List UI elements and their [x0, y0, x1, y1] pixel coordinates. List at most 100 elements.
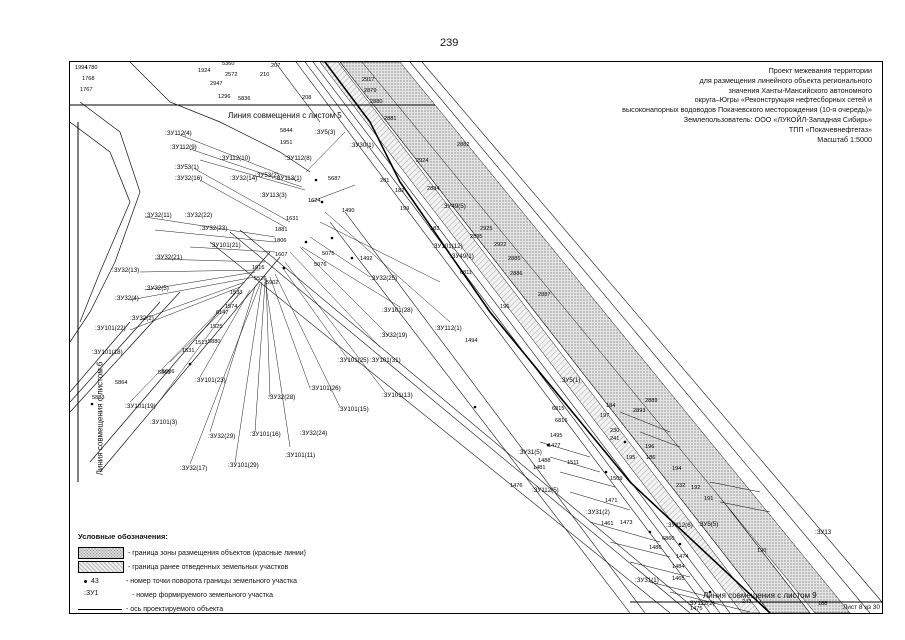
parcel-label: :ЗУ32(17) [180, 465, 207, 472]
turn-point-label: 1486 [649, 545, 661, 551]
parcel-code-sample: :ЗУ1 [84, 590, 99, 597]
parcel-label: :ЗУ101(31) [370, 357, 401, 364]
turn-point-label: 1806 [274, 238, 286, 244]
turn-point-label: 5076 [314, 262, 326, 268]
turn-point-label: 6815 [552, 406, 564, 412]
parcel-label: :ЗУ101(22) [95, 325, 126, 332]
combine-line-top-label: Линия совмещения с листом 5 [228, 111, 342, 120]
parcel-label: :ЗУ31(5) [518, 449, 542, 456]
parcel-label: :ЗУ13 [815, 529, 832, 536]
parcel-label: :ЗУ32(22) [185, 212, 212, 219]
turn-point-label: 2880 [370, 99, 382, 105]
legend-item-label: - ось проектируемого объекта [126, 605, 224, 613]
parcel-label: :ЗУ101(28) [382, 307, 413, 314]
turn-point-label: 5883 [92, 395, 104, 401]
parcel-label: :ЗУ101(19) [125, 403, 156, 410]
title-line: округа–Югры «Реконструкция нефтесборных … [694, 95, 872, 105]
turn-point-label: 1490 [342, 208, 354, 214]
turn-point-label: 1476 [510, 483, 522, 489]
turn-point-label: 1494 [465, 338, 477, 344]
title-line: высоконапорных водоводов Покачевского ме… [622, 105, 872, 115]
title-block: Проект межевания территории для размещен… [512, 66, 872, 144]
title-line: Масштаб 1:5000 [817, 134, 872, 144]
turn-point-label: 2925 [480, 226, 492, 232]
parcel-label: :ЗУ32(4) [115, 295, 139, 302]
legend: Условные обозначения: - граница зоны раз… [78, 532, 368, 613]
title-line: ТПП «Покачевнефтегаз» [788, 124, 872, 134]
parcel-label: :ЗУ112(9) [170, 144, 197, 151]
legend-item-point: 43 - номер точки поворота границы земель… [78, 574, 368, 588]
turn-point-label: 232 [676, 483, 685, 489]
turn-point-label: 188 [818, 601, 827, 607]
parcel-label: :ЗУ101(12) [432, 243, 463, 250]
turn-point-label: 1525 [210, 324, 222, 330]
turn-point-label: 1465 [672, 576, 684, 582]
sheet-note: Лист 8 из 30 [843, 604, 880, 611]
turn-point-label: 196 [500, 304, 509, 310]
title-line: Землепользователь: ООО «ЛУКОЙЛ-Западная … [683, 114, 872, 124]
turn-point-label: 241 [610, 436, 619, 442]
turn-point-label: 2572 [225, 72, 237, 78]
turn-point-label: 2917 [362, 77, 374, 83]
parcel-label: :ЗУ32(5) [145, 285, 169, 292]
parcel-label: :ЗУ112(10) [220, 155, 250, 162]
turn-point-label: 1474 [676, 554, 688, 560]
turn-point-label: 1607 [275, 252, 287, 258]
turn-point-label: 5864 [115, 380, 127, 386]
turn-point-label: 2886 [510, 271, 522, 277]
parcel-label: :ЗУ101(15) [338, 406, 369, 413]
turn-point-label: 183 [430, 226, 439, 232]
parcel-label: :ЗУ53(1) [175, 164, 199, 171]
turn-point-label: 2879 [364, 88, 376, 94]
turn-point-label: 197 [600, 413, 609, 419]
turn-point-label: 5836 [238, 96, 250, 102]
turn-point-label: 196 [645, 444, 654, 450]
parcel-label: :ЗУ5(1) [560, 377, 580, 384]
combine-line-bottom-label: Линия совмещения с листом 9 [703, 591, 817, 600]
parcel-label: :ЗУ113(1) [275, 175, 302, 182]
parcel-label: :ЗУ113(3) [260, 192, 287, 199]
turn-point-label: 1495 [550, 433, 562, 439]
turn-point-label: 191 [704, 496, 713, 502]
turn-point-label: 1768 [82, 76, 94, 82]
turn-point-label: 1481 [533, 465, 545, 471]
parcel-label: :ЗУ112(6) [666, 522, 693, 529]
parcel-label: :ЗУ32(19) [380, 332, 407, 339]
parcel-label: :ЗУ112(5) [532, 487, 559, 494]
parcel-label: :ЗУ31(2) [586, 509, 610, 516]
turn-point-label: 2947 [210, 81, 222, 87]
turn-point-label: 5863 [158, 370, 170, 376]
turn-point-label: 230 [610, 428, 619, 434]
turn-point-label: 1492 [360, 256, 372, 262]
turn-point-label: 2895 [470, 234, 482, 240]
turn-point-label: 1631 [286, 216, 298, 222]
parcel-label: :ЗУ101(16) [250, 431, 281, 438]
turn-point-label: 1511 [567, 460, 579, 466]
turn-point-label: 1767 [80, 87, 92, 93]
turn-point-label: 199 [400, 206, 409, 212]
turn-point-label: 6860 [662, 536, 674, 542]
turn-point-label: 210 [260, 72, 269, 78]
turn-point-label: 186 [646, 455, 655, 461]
turn-point-label: 5360 [222, 62, 234, 67]
turn-point-label: 195 [626, 455, 635, 461]
title-line: значения Ханты-Мансийского автономного [728, 85, 872, 95]
turn-point-label: 2889 [645, 398, 657, 404]
parcel-label: :ЗУ49(1) [450, 253, 474, 260]
turn-point-label: 2922 [494, 242, 506, 248]
parcel-label: :ЗУ112(1) [435, 325, 462, 332]
turn-point-label: 194 [672, 466, 681, 472]
turn-point-label: 1477 [548, 443, 560, 449]
parcel-label: :ЗУ32(2) [130, 315, 154, 322]
turn-point-label: 1484 [672, 564, 684, 570]
parcel-label: :ЗУ101(18) [92, 349, 123, 356]
turn-point-label: 1475 [690, 606, 702, 612]
turn-point-label: 2924 [416, 158, 428, 164]
legend-item-label: - номер точки поворота границы земельног… [126, 577, 298, 585]
parcel-label: :ЗУ30(1) [350, 142, 374, 149]
legend-item-prev: - граница ранее отведенных земельных уча… [78, 560, 368, 574]
turn-point-label: 5844 [280, 128, 292, 134]
parcel-label: :ЗУ32(21) [155, 254, 182, 261]
point-dot-icon [84, 579, 87, 583]
parcel-label: :ЗУ101(23) [195, 377, 226, 384]
